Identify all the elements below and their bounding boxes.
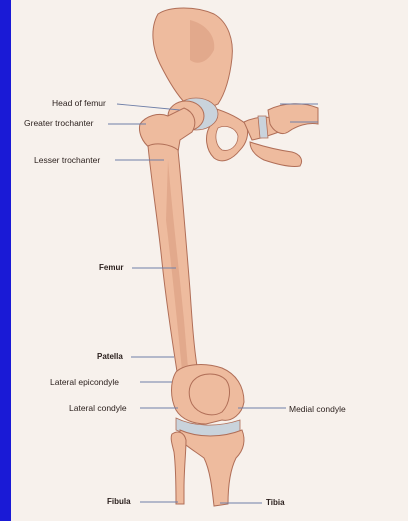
bone-illustration — [11, 0, 408, 521]
label-fibula: Fibula — [107, 497, 131, 507]
label-lateral-epicondyle: Lateral epicondyle — [50, 377, 119, 387]
pubic-ramus-lower — [250, 142, 302, 167]
label-patella: Patella — [97, 352, 123, 362]
label-medial-condyle: Medial condyle — [289, 404, 346, 414]
head-of-femur-leader — [117, 104, 180, 110]
fibula-bone — [171, 432, 186, 504]
tibia-bone — [180, 430, 244, 506]
paper-background: Head of femur Greater trochanter Lesser … — [11, 0, 408, 521]
label-femur: Femur — [99, 263, 123, 273]
label-lateral-condyle: Lateral condyle — [69, 403, 127, 413]
label-head-of-femur: Head of femur — [52, 98, 106, 108]
blue-side-bar — [0, 0, 11, 521]
opposite-pubis — [268, 104, 318, 134]
label-tibia: Tibia — [266, 498, 285, 508]
pubic-symphysis — [258, 116, 268, 138]
label-lesser-trochanter: Lesser trochanter — [34, 155, 100, 165]
patella-bone — [189, 374, 229, 415]
label-greater-trochanter: Greater trochanter — [24, 118, 93, 128]
